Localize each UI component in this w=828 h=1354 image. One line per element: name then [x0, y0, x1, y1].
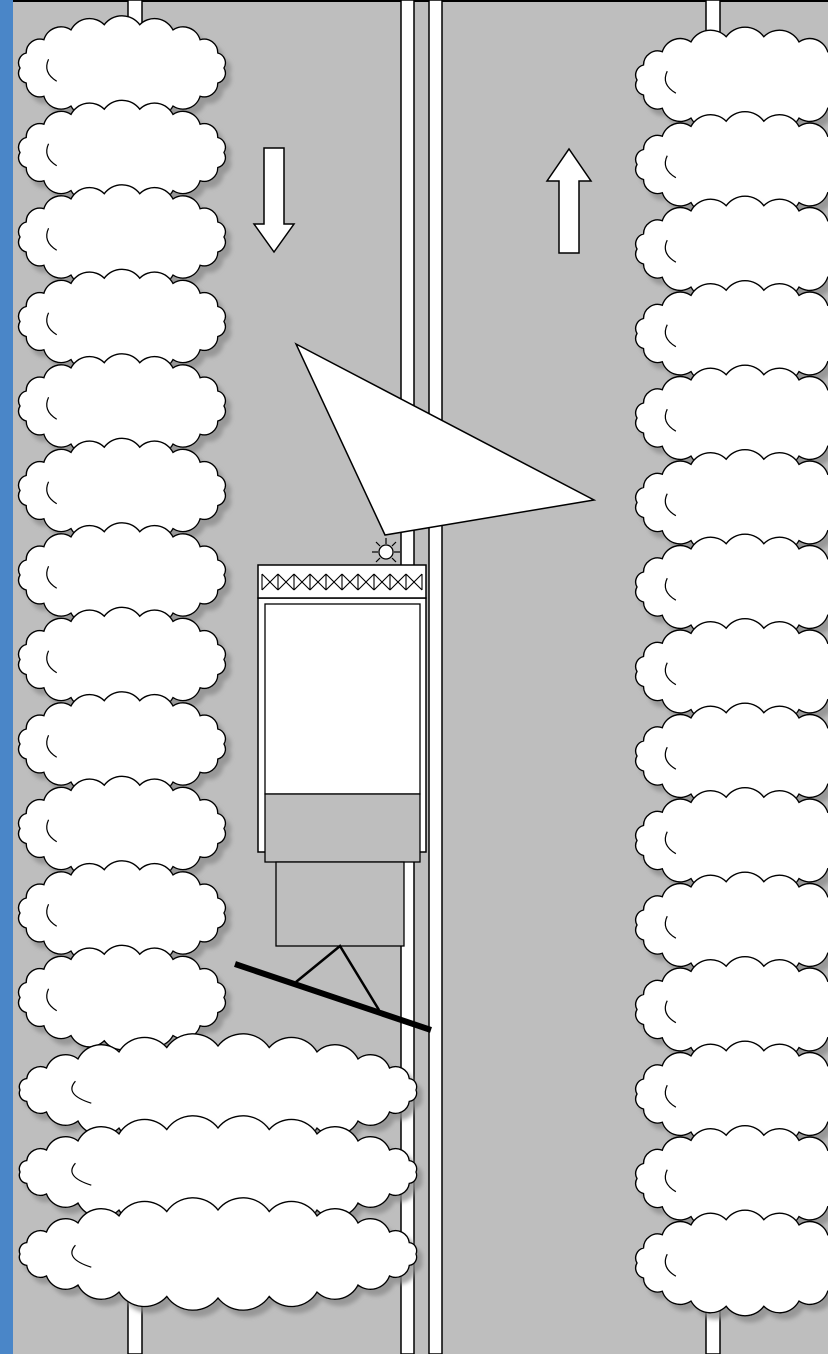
right-cloud-curl — [664, 577, 677, 601]
right-cloud — [634, 449, 828, 556]
median-line-2 — [428, 0, 443, 1354]
right-cloud — [634, 787, 828, 894]
left-wide-cloud — [18, 1197, 418, 1311]
left-cloud-curl — [46, 227, 58, 251]
right-cloud-curl — [664, 662, 677, 686]
right-cloud — [634, 956, 828, 1063]
left-cloud-curl — [46, 312, 58, 336]
right-cloud-curl — [664, 1084, 677, 1108]
light-bar-zigzag — [261, 573, 423, 591]
right-cloud-curl — [664, 1169, 677, 1193]
left-cloud-curl — [46, 903, 58, 927]
right-cloud — [634, 111, 828, 218]
left-wide-cloud-curl — [71, 1244, 92, 1268]
left-cloud-curl — [46, 143, 58, 167]
right-cloud — [634, 26, 828, 134]
right-cloud — [634, 1040, 828, 1148]
right-cloud — [634, 618, 828, 725]
left-cloud-column — [17, 15, 227, 1051]
arrow-up-icon — [545, 147, 593, 254]
plow-blade — [234, 961, 432, 1033]
left-cloud — [17, 353, 227, 459]
right-cloud-curl — [664, 324, 677, 348]
left-cloud — [17, 691, 227, 797]
right-cloud-curl — [664, 155, 677, 179]
light-beam — [294, 342, 597, 536]
right-cloud-curl — [664, 746, 677, 770]
right-cloud-curl — [664, 915, 677, 939]
right-cloud — [634, 871, 828, 979]
right-cloud-curl — [664, 831, 677, 855]
right-cloud — [634, 702, 828, 810]
left-cloud-curl — [46, 734, 58, 758]
right-cloud-curl — [664, 70, 677, 94]
left-cloud-curl — [46, 481, 58, 505]
right-cloud-curl — [664, 239, 677, 263]
edge-bar — [0, 0, 13, 1354]
left-cloud — [17, 99, 227, 206]
left-wide-cloud-curl — [71, 1162, 92, 1186]
left-cloud — [17, 522, 227, 628]
right-cloud — [634, 1209, 828, 1317]
left-cloud — [17, 15, 227, 121]
left-cloud-curl — [46, 988, 58, 1012]
left-cloud-curl — [46, 396, 58, 420]
right-cloud-curl — [664, 1000, 677, 1024]
left-cloud — [17, 775, 227, 882]
left-cloud-curl — [46, 58, 58, 82]
right-cloud-curl — [664, 1253, 677, 1277]
vehicle-hitch — [275, 861, 405, 947]
right-cloud — [634, 364, 828, 472]
right-cloud-column — [634, 26, 828, 1317]
left-cloud — [17, 944, 227, 1051]
left-cloud — [17, 606, 227, 713]
left-cloud — [17, 268, 227, 375]
plow-mount — [295, 944, 381, 1011]
right-cloud-curl — [664, 493, 677, 517]
vehicle-cab — [264, 793, 421, 863]
right-cloud — [634, 195, 828, 303]
left-cloud-curl — [46, 650, 58, 674]
left-wide-cloud-curl — [71, 1080, 92, 1104]
left-cloud — [17, 437, 227, 544]
light-bar-pattern — [261, 573, 423, 591]
left-cloud-curl — [46, 565, 58, 589]
left-cloud — [17, 184, 227, 290]
left-cloud-curl — [46, 819, 58, 843]
vehicle-cargo-bay — [264, 603, 421, 795]
right-cloud-curl — [664, 408, 677, 432]
beacon-light-icon — [372, 538, 400, 563]
right-cloud — [634, 533, 828, 641]
right-cloud — [634, 280, 828, 387]
arrow-down-icon — [252, 147, 296, 254]
right-cloud — [634, 1125, 828, 1232]
vehicle — [234, 564, 432, 1033]
left-wide-cloud-stack — [18, 1033, 418, 1311]
left-cloud — [17, 860, 227, 966]
